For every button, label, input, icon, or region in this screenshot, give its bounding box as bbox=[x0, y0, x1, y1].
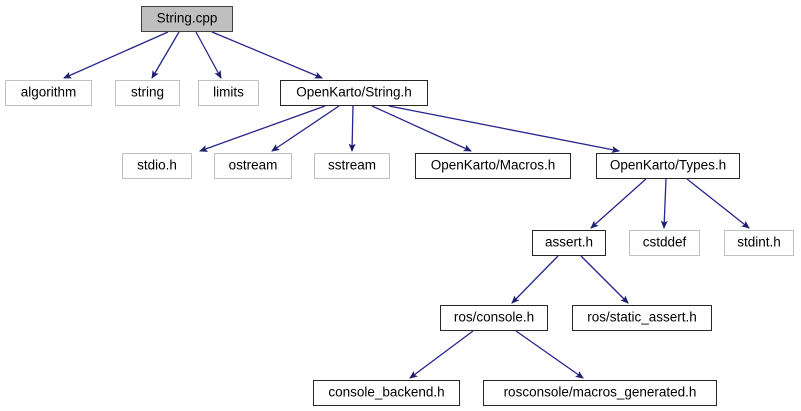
graph-node-ros_console_h[interactable]: ros/console.h bbox=[440, 305, 548, 331]
graph-edge-ros_console_h-to-macros_generated_h bbox=[515, 330, 584, 379]
graph-edge-openkarto_string_h-to-stdio_h bbox=[199, 105, 326, 152]
graph-node-label: OpenKarto/String.h bbox=[296, 84, 412, 100]
graph-edge-openkarto_string_h-to-openkarto_types_h bbox=[388, 105, 621, 154]
graph-edge-assert_h-to-ros_static_assert_h bbox=[580, 255, 629, 304]
graph-node-label: algorithm bbox=[20, 84, 77, 100]
graph-node-string[interactable]: string bbox=[115, 80, 180, 106]
graph-edge-openkarto_string_h-to-ostream bbox=[271, 105, 340, 152]
graph-node-label: ros/console.h bbox=[453, 309, 535, 325]
graph-node-label: sstream bbox=[327, 157, 376, 173]
graph-node-console_backend_h[interactable]: console_backend.h bbox=[313, 380, 460, 406]
graph-node-stdint_h[interactable]: stdint.h bbox=[724, 230, 794, 256]
graph-edge-ros_console_h-to-console_backend_h bbox=[409, 330, 474, 379]
graph-node-openkarto_types_h[interactable]: OpenKarto/Types.h bbox=[596, 153, 740, 179]
graph-node-macros_generated_h[interactable]: rosconsole/macros_generated.h bbox=[483, 380, 717, 406]
graph-edge-openkarto_types_h-to-cstddef bbox=[660, 178, 668, 230]
graph-node-cstddef[interactable]: cstddef bbox=[629, 230, 700, 256]
graph-node-label: cstddef bbox=[642, 234, 687, 250]
graph-node-algorithm[interactable]: algorithm bbox=[5, 80, 92, 106]
graph-edge-openkarto_types_h-to-stdint_h bbox=[686, 178, 750, 229]
graph-node-openkarto_macros_h[interactable]: OpenKarto/Macros.h bbox=[415, 153, 571, 179]
graph-edge-string_cpp-to-algorithm bbox=[63, 31, 169, 79]
graph-node-sstream[interactable]: sstream bbox=[314, 153, 390, 179]
graph-node-string_cpp[interactable]: String.cpp bbox=[141, 6, 233, 32]
graph-edge-string_cpp-to-limits bbox=[195, 31, 222, 79]
graph-node-label: ostream bbox=[228, 157, 278, 173]
graph-edge-string_cpp-to-openkarto_string_h bbox=[211, 31, 323, 79]
graph-node-label: ros/static_assert.h bbox=[587, 309, 697, 325]
graph-node-label: stdio.h bbox=[137, 157, 177, 173]
graph-node-limits[interactable]: limits bbox=[198, 80, 259, 106]
graph-node-openkarto_string_h[interactable]: OpenKarto/String.h bbox=[280, 80, 428, 106]
graph-edge-assert_h-to-ros_console_h bbox=[511, 255, 559, 304]
graph-edge-string_cpp-to-string bbox=[151, 31, 180, 79]
graph-node-ostream[interactable]: ostream bbox=[214, 153, 292, 179]
graph-node-assert_h[interactable]: assert.h bbox=[532, 230, 606, 256]
graph-node-label: console_backend.h bbox=[328, 384, 445, 400]
graph-edge-openkarto_types_h-to-assert_h bbox=[590, 178, 647, 229]
graph-node-stdio_h[interactable]: stdio.h bbox=[122, 153, 192, 179]
graph-node-label: string bbox=[130, 84, 164, 100]
graph-node-label: assert.h bbox=[544, 234, 594, 250]
graph-node-label: String.cpp bbox=[156, 10, 218, 26]
graph-node-label: OpenKarto/Types.h bbox=[609, 157, 727, 173]
graph-edge-openkarto_string_h-to-openkarto_macros_h bbox=[371, 105, 472, 152]
graph-node-label: stdint.h bbox=[737, 234, 781, 250]
graph-node-label: rosconsole/macros_generated.h bbox=[503, 384, 697, 400]
graph-node-label: limits bbox=[213, 84, 244, 100]
graph-node-label: OpenKarto/Macros.h bbox=[430, 157, 556, 173]
graph-node-ros_static_assert_h[interactable]: ros/static_assert.h bbox=[572, 305, 712, 331]
graph-edge-openkarto_string_h-to-sstream bbox=[348, 105, 356, 153]
